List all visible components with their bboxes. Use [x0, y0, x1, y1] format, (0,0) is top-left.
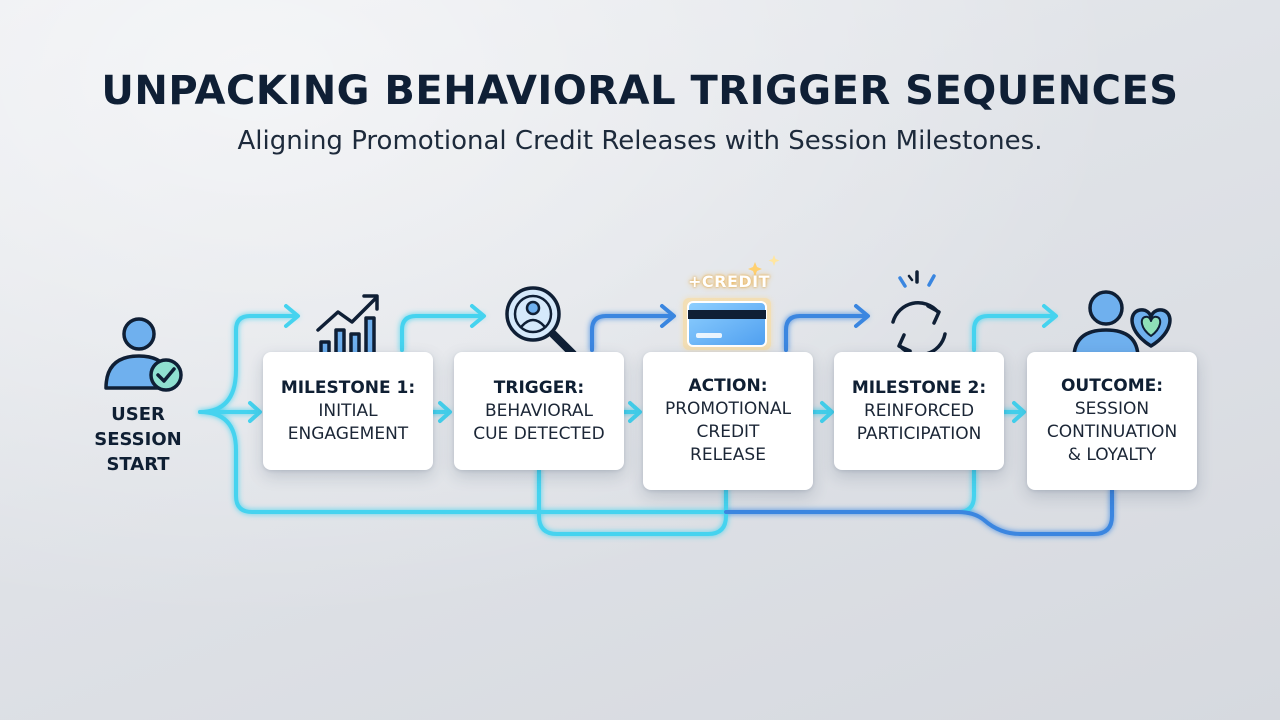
step-head: TRIGGER: [493, 377, 585, 398]
arrowhead-h5 [1012, 401, 1026, 423]
connector-trigger-loop [537, 468, 728, 536]
step-card-milestone-1: MILESTONE 1: INITIAL ENGAGEMENT [263, 352, 433, 470]
connector-m1-up [400, 314, 484, 352]
step-card-milestone-2: MILESTONE 2: REINFORCED PARTICIPATION [834, 352, 1004, 470]
user-heart-icon [1072, 290, 1172, 360]
user-check-icon [104, 317, 183, 392]
connector-start-bottom [198, 410, 976, 514]
step-line: CUE DETECTED [473, 423, 605, 444]
connector-m2-up [972, 314, 1056, 352]
step-line: RELEASE [690, 445, 766, 465]
step-line: PARTICIPATION [856, 423, 982, 444]
arrowhead-h4 [820, 401, 834, 423]
step-line: ENGAGEMENT [287, 423, 409, 444]
connector-outcome-loop [724, 488, 1114, 536]
step-line: SESSION [1074, 399, 1150, 419]
start-line: USER [111, 404, 165, 425]
arrowhead-h1 [248, 401, 262, 423]
connector-start-up [198, 314, 298, 414]
magnifier-user-icon [505, 286, 577, 358]
page-subtitle: Aligning Promotional Credit Releases wit… [237, 126, 1043, 156]
step-line: CREDIT [696, 422, 760, 442]
arrowhead-2 [470, 304, 486, 328]
step-card-action: ACTION: PROMOTIONAL CREDIT RELEASE [643, 352, 813, 490]
refresh-cycle-icon [891, 270, 947, 357]
start-label: USER SESSION START [78, 402, 198, 477]
step-line: CONTINUATION [1046, 422, 1178, 442]
step-head: OUTCOME: [1060, 376, 1164, 396]
step-head: MILESTONE 2: [851, 377, 987, 398]
step-head: MILESTONE 1: [280, 377, 416, 398]
arrowhead-1 [284, 304, 300, 328]
start-line: SESSION [94, 429, 182, 450]
step-card-outcome: OUTCOME: SESSION CONTINUATION & LOYALTY [1027, 352, 1197, 490]
connector-action-up [784, 314, 868, 352]
step-line: REINFORCED [863, 400, 975, 421]
step-line: BEHAVIORAL [485, 400, 593, 421]
credit-card-icon [683, 255, 780, 350]
page-title: UNPACKING BEHAVIORAL TRIGGER SEQUENCES [101, 68, 1179, 114]
arrowhead-h3 [628, 401, 642, 423]
step-line: PROMOTIONAL [664, 399, 792, 419]
arrowhead-4 [854, 304, 870, 328]
step-card-trigger: TRIGGER: BEHAVIORAL CUE DETECTED [454, 352, 624, 470]
arrowhead-3 [660, 304, 676, 328]
step-line: & LOYALTY [1067, 445, 1157, 465]
start-line: START [106, 454, 170, 475]
credit-tag: +CREDIT [687, 272, 771, 291]
step-line: INITIAL [318, 400, 378, 421]
arrowhead-h2 [438, 401, 452, 423]
arrowhead-5 [1042, 304, 1058, 328]
connector-trigger-up [590, 314, 674, 352]
growth-chart-icon [314, 294, 382, 358]
step-head: ACTION: [688, 376, 768, 396]
